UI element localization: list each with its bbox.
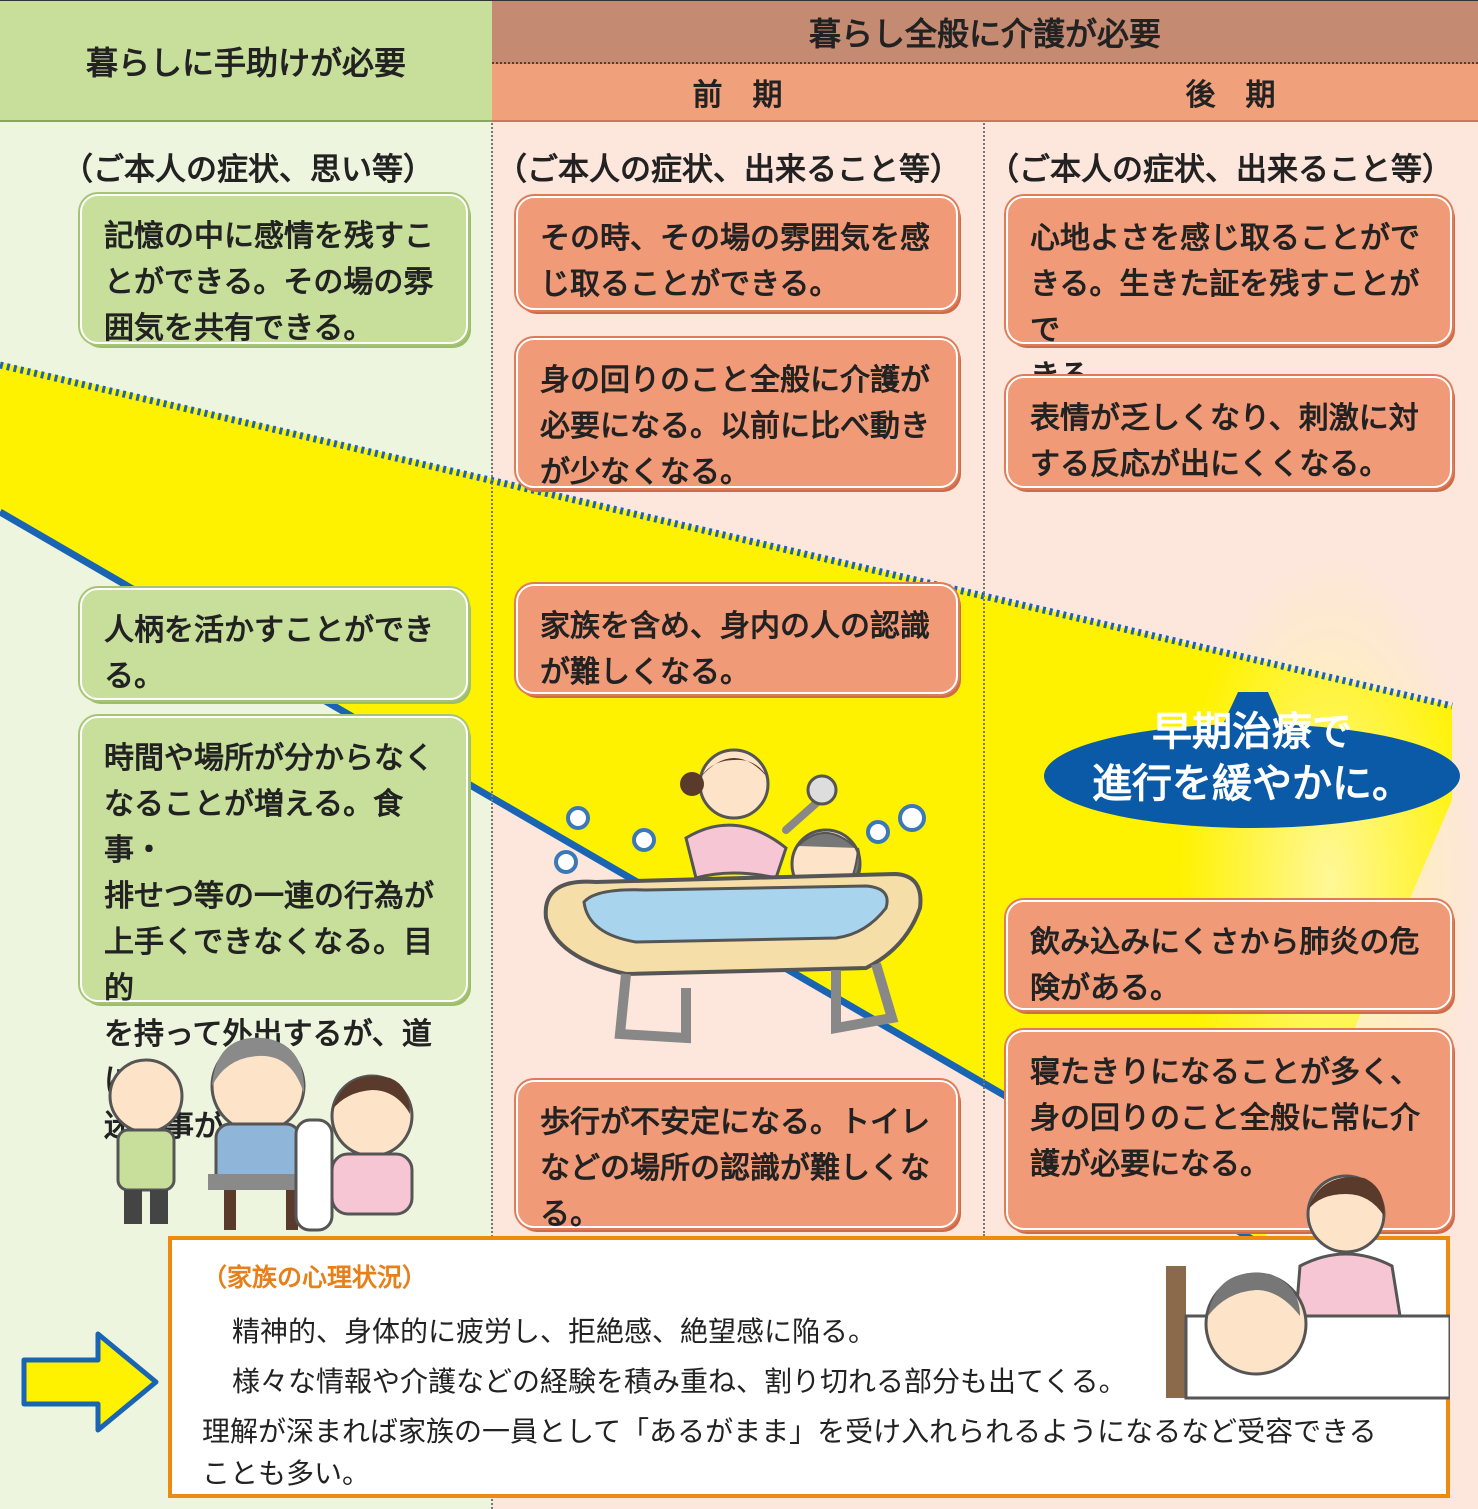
card-line: きる。生きた証を残すことがで xyxy=(1030,267,1420,348)
card-line: とができる。その場の雰 xyxy=(104,265,434,300)
card-line: 人柄を活かすことができ xyxy=(104,613,434,648)
card-line: などの場所の認識が難しくな xyxy=(540,1151,930,1186)
callout-line: 進行を緩やかに。 xyxy=(1092,761,1412,807)
separator-col1 xyxy=(491,0,493,1509)
card-line: 必要になる。以前に比べ動き xyxy=(540,409,930,444)
subheader-col2: （ご本人の症状、出来ること等） xyxy=(496,152,961,188)
card-line: 身の回りのこと全般に常に介 xyxy=(1030,1101,1420,1136)
family-line: 様々な情報や介護などの経験を積み重ね、割り切れる部分も出てくる。 xyxy=(232,1365,1127,1398)
family-title: （家族の心理状況） xyxy=(202,1263,428,1292)
card-line: その時、その場の雰囲気を感 xyxy=(540,221,930,256)
card-feel-comfort: 心地よさを感じ取ることがで きる。生きた証を残すことがで きる。 xyxy=(1006,196,1452,394)
card-line: 険がある。 xyxy=(1030,971,1180,1006)
subheader-col3: （ご本人の症状、出来ること等） xyxy=(988,152,1453,188)
subheader-col1: （ご本人の症状、思い等） xyxy=(62,152,434,188)
caregiver-bath-illustration xyxy=(543,748,926,1044)
card-emotion-memory: 記憶の中に感情を残すこ とができる。その場の雰 囲気を共有できる。 xyxy=(80,194,468,346)
card-needs-general-care: 身の回りのこと全般に介護が 必要になる。以前に比べ動き が少なくなる。 xyxy=(516,338,958,490)
card-line: 心地よさを感じ取ることがで xyxy=(1030,221,1420,256)
card-family-recognition: 家族を含め、身内の人の認識 が難しくなる。 xyxy=(516,584,958,694)
card-line: 記憶の中に感情を残すこ xyxy=(104,219,434,254)
card-line: が少なくなる。 xyxy=(540,455,750,490)
card-less-expression: 表情が乏しくなり、刺激に対 する反応が出にくくなる。 xyxy=(1006,376,1452,488)
header-needs-help: 暮らしに手助けが必要 xyxy=(0,0,492,122)
card-personality: 人柄を活かすことができ る。 xyxy=(80,588,468,700)
header-needs-care: 暮らし全般に介護が必要 xyxy=(492,0,1478,64)
card-line: 身の回りのこと全般に介護が xyxy=(540,363,930,398)
card-line: する反応が出にくくなる。 xyxy=(1030,447,1390,482)
family-illustration xyxy=(108,1037,414,1232)
family-line: ことも多い。 xyxy=(202,1457,371,1490)
callout-line: 早期治療で xyxy=(1152,709,1352,755)
family-line: 精神的、身体的に疲労し、拒絶感、絶望感に陥る。 xyxy=(232,1315,877,1348)
card-feel-atmosphere: その時、その場の雰囲気を感 じ取ることができる。 xyxy=(516,196,958,310)
header-late-stage: 後 期 xyxy=(983,64,1478,122)
card-line: 歩行が不安定になる。トイレ xyxy=(540,1105,930,1140)
card-line: 飲み込みにくさから肺炎の危 xyxy=(1030,925,1420,960)
card-line: 護が必要になる。 xyxy=(1030,1147,1270,1182)
card-line: 寝たきりになることが多く、 xyxy=(1030,1055,1420,1090)
card-line: 排せつ等の一連の行為が xyxy=(104,879,434,914)
card-line: が難しくなる。 xyxy=(540,655,750,690)
card-line: る。 xyxy=(104,659,164,694)
bedridden-care-illustration xyxy=(1166,1174,1450,1400)
callout-bubble xyxy=(1044,692,1460,828)
card-line: 囲気を共有できる。 xyxy=(104,311,374,346)
card-line: なることが増える。食事・ xyxy=(104,787,404,868)
card-line: 表情が乏しくなり、刺激に対 xyxy=(1030,401,1419,436)
card-pneumonia-risk: 飲み込みにくさから肺炎の危 険がある。 xyxy=(1006,900,1452,1010)
card-line: じ取ることができる。 xyxy=(540,267,840,302)
header-early-stage: 前 期 xyxy=(492,64,983,122)
card-line: 上手くできなくなる。目的 xyxy=(104,925,434,1006)
arrow-right-icon xyxy=(21,1331,159,1433)
card-unstable-walking: 歩行が不安定になる。トイレ などの場所の認識が難しくな る。 xyxy=(516,1080,958,1232)
card-line: る。 xyxy=(540,1197,600,1232)
card-line: 家族を含め、身内の人の認識 xyxy=(540,609,930,644)
family-line: 理解が深まれば家族の一員として「あるがまま」を受け入れられるようになるなど受容で… xyxy=(202,1415,1377,1448)
callout-text: 早期治療で 進行を緩やかに。 xyxy=(1042,706,1462,810)
card-line: 時間や場所が分からなく xyxy=(104,741,434,776)
separator-col2 xyxy=(983,64,985,1236)
card-disorientation: 時間や場所が分からなく なることが増える。食事・ 排せつ等の一連の行為が 上手く… xyxy=(80,716,468,1144)
